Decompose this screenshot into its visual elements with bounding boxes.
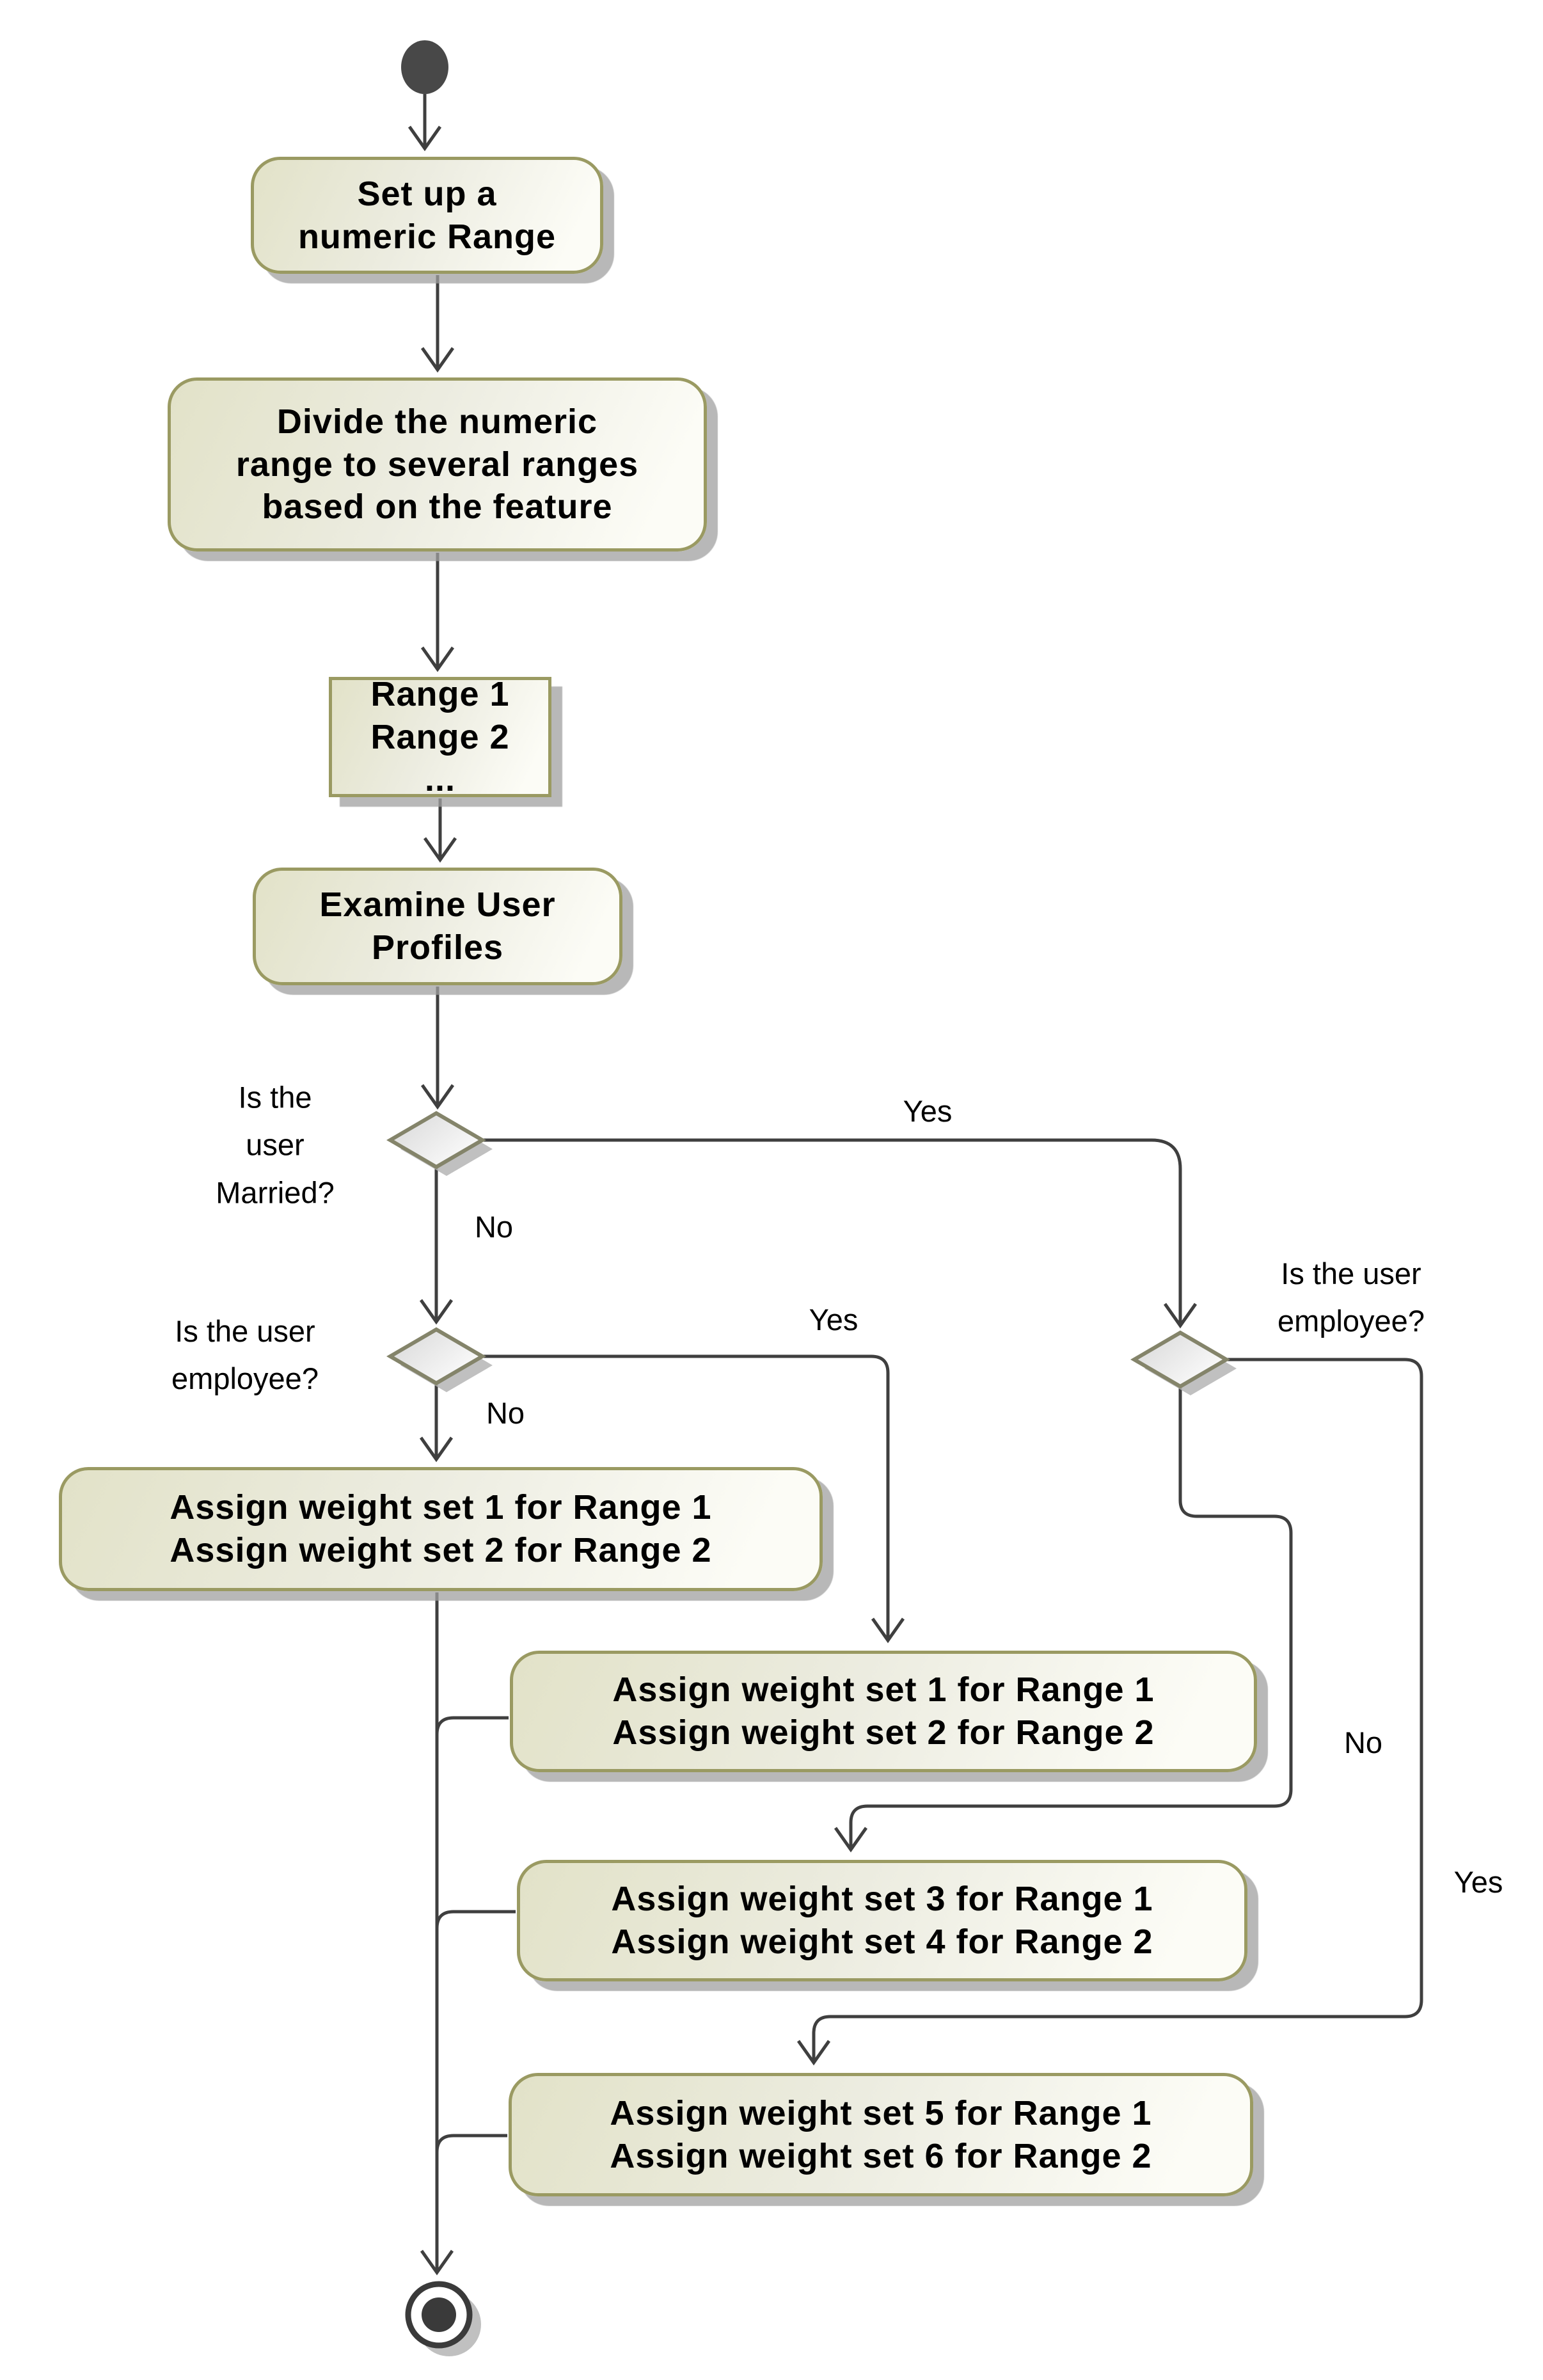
activity-assign12-mid-label: Assign weight set 1 for Range 1 Assign w… <box>612 1670 1155 1752</box>
question-married: Is the user Married? <box>216 1080 335 1210</box>
edge-married-yes <box>482 1138 1198 1329</box>
activity-assign34-label: Assign weight set 3 for Range 1 Assign w… <box>611 1880 1153 1961</box>
final-node-dot <box>422 2297 456 2332</box>
activity-assign56: Assign weight set 5 for Range 1 Assign w… <box>509 2073 1253 2196</box>
guard-employee-left-no: No <box>486 1395 525 1430</box>
activity-assign12-mid: Assign weight set 1 for Range 1 Assign w… <box>510 1651 1257 1772</box>
decision-employee-right-diamond <box>1130 1330 1230 1389</box>
activity-setup-range: Set up a numeric Range <box>251 157 603 274</box>
activity-assign12-left: Assign weight set 1 for Range 1 Assign w… <box>59 1467 823 1591</box>
guard-married-yes: Yes <box>903 1093 953 1128</box>
guard-employee-right-yes: Yes <box>1453 1864 1503 1899</box>
object-ranges-label: Range 1 Range 2 ... <box>370 674 510 799</box>
edge-employee-right-yes <box>796 1358 1423 2066</box>
activity-assign56-label: Assign weight set 5 for Range 1 Assign w… <box>610 2093 1152 2175</box>
activity-assign34: Assign weight set 3 for Range 1 Assign w… <box>517 1860 1247 1981</box>
guard-employee-right-no: No <box>1343 1725 1383 1759</box>
object-ranges: Range 1 Range 2 ... <box>329 675 551 798</box>
start-node <box>401 40 448 94</box>
decision-employee-left-diamond <box>386 1327 486 1386</box>
activity-assign12-left-label: Assign weight set 1 for Range 1 Assign w… <box>170 1488 712 1569</box>
activity-examine-profiles: Examine User Profiles <box>253 868 622 985</box>
guard-employee-left-yes: Yes <box>809 1302 859 1337</box>
question-employee-right: Is the user employee? <box>1278 1256 1425 1338</box>
activity-divide-range: Divide the numeric range to several rang… <box>168 377 707 551</box>
edge-employee-right-no <box>834 1386 1293 1853</box>
edge-assign12mid-merge <box>435 1716 509 1735</box>
activity-divide-range-label: Divide the numeric range to several rang… <box>235 402 639 527</box>
edge-assign56-merge <box>435 2134 507 2153</box>
activity-examine-profiles-label: Examine User Profiles <box>319 885 556 967</box>
guard-married-no: No <box>474 1209 514 1244</box>
edge-assign34-merge <box>435 1910 516 1929</box>
question-employee-left: Is the user employee? <box>171 1313 319 1395</box>
activity-setup-range-label: Set up a numeric Range <box>297 174 557 256</box>
decision-married-diamond <box>386 1111 486 1170</box>
edge-employee-left-yes <box>482 1354 905 1644</box>
